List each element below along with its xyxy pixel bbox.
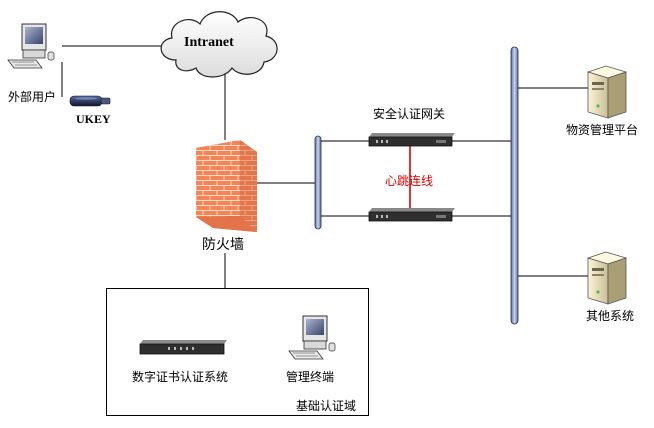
heartbeat-label: 心跳连线 xyxy=(385,173,433,188)
tower-server-icon xyxy=(586,65,628,119)
desktop-computer-icon xyxy=(288,315,336,360)
right-backbone-bar xyxy=(510,46,519,325)
rack-device-icon xyxy=(368,208,455,222)
other-system-label: 其他系统 xyxy=(586,309,634,323)
intranet-label: Intranet xyxy=(184,35,234,50)
tower-server-icon xyxy=(586,251,628,305)
ca-system-label: 数字证书认证系统 xyxy=(132,369,228,384)
cloud-icon xyxy=(160,11,278,78)
auth-domain-label: 基础认证域 xyxy=(296,399,356,413)
ukey-label: UKEY xyxy=(76,112,111,126)
auth-domain-box xyxy=(106,288,369,416)
material-platform-label: 物资管理平台 xyxy=(566,122,638,137)
gateway-label: 安全认证网关 xyxy=(373,106,445,121)
mgmt-terminal-label: 管理终端 xyxy=(286,369,334,384)
rack-device-icon xyxy=(139,340,227,355)
firewall-label: 防火墙 xyxy=(202,237,244,253)
external-user-label: 外部用户 xyxy=(8,89,56,104)
brick-wall-icon xyxy=(196,140,257,232)
desktop-computer-icon xyxy=(7,23,55,69)
rack-device-icon xyxy=(368,133,455,147)
left-backbone-bar xyxy=(314,135,322,230)
usb-key-icon xyxy=(69,95,111,107)
connection-lines xyxy=(61,45,590,288)
